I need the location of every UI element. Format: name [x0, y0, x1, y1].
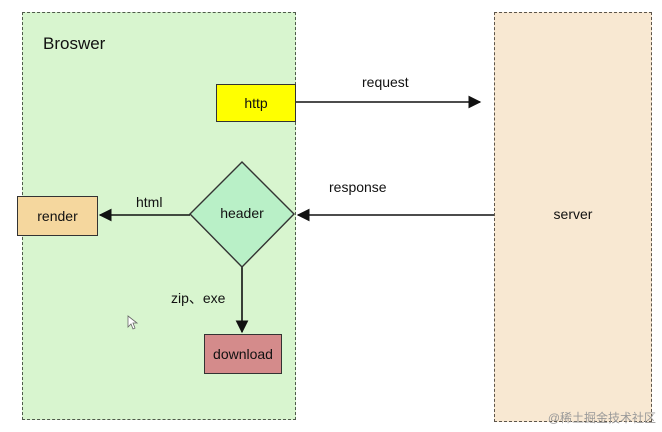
http-node-label: http [244, 95, 268, 111]
http-node: http [216, 84, 296, 122]
html-label: html [136, 194, 163, 210]
response-label: response [329, 179, 387, 195]
watermark: @稀土掘金技术社区 [547, 411, 656, 425]
request-label: request [362, 74, 409, 90]
server-container [494, 12, 652, 422]
download-node: download [204, 334, 282, 374]
render-node: render [17, 196, 98, 236]
render-node-label: render [37, 208, 78, 224]
download-node-label: download [213, 346, 273, 362]
cursor-icon [127, 315, 139, 330]
server-label: server [553, 206, 593, 222]
header-node-label: header [220, 205, 264, 221]
browser-title: Broswer [43, 34, 106, 53]
header-diamond [189, 161, 295, 268]
zip-exe-label: zip、exe [171, 290, 226, 306]
